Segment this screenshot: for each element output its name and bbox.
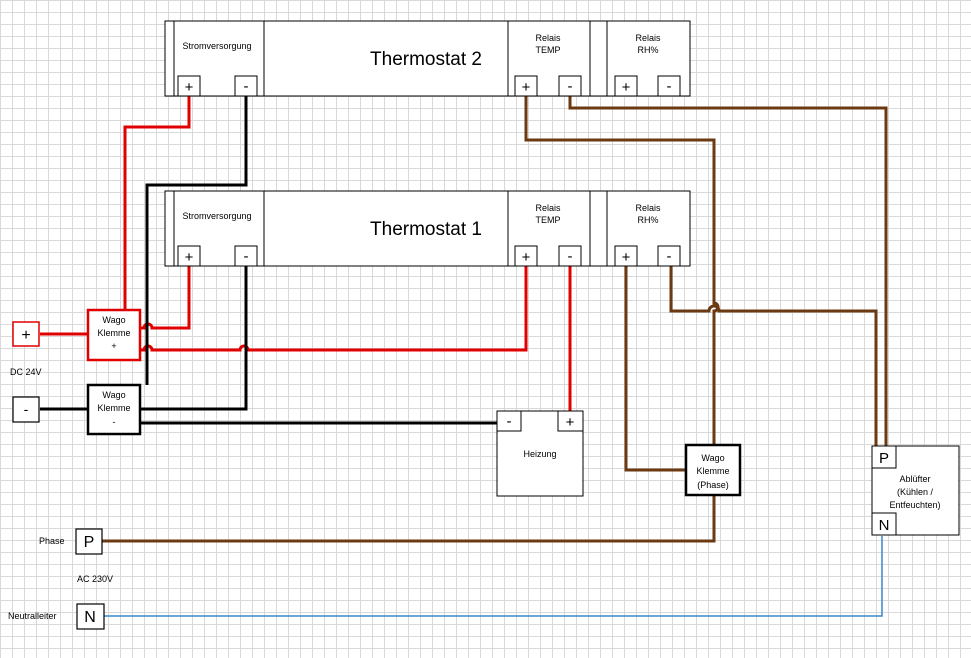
svg-text:+: + bbox=[21, 327, 30, 344]
wago-clamp-phase: Wago Klemme (Phase) bbox=[684, 443, 742, 497]
t1-relay-temp-minus-terminal: - bbox=[558, 245, 582, 267]
svg-text:+: + bbox=[566, 414, 575, 431]
wire-wago-plus-to-t1-plus bbox=[140, 266, 191, 330]
wago-clamp-plus: Wago Klemme + bbox=[86, 308, 142, 362]
dc-minus-terminal: - bbox=[12, 396, 40, 423]
phase-terminal: P bbox=[75, 528, 103, 555]
svg-text:N: N bbox=[84, 609, 96, 626]
heater-label: Heizung bbox=[523, 449, 556, 459]
svg-text:+: + bbox=[185, 249, 194, 266]
dc-supply-label: DC 24V bbox=[10, 367, 42, 377]
t2-relay-temp-plus-terminal: + bbox=[514, 75, 538, 97]
svg-text:(Phase): (Phase) bbox=[697, 480, 729, 490]
wire-t1-relay-rh-to-wago-phase bbox=[624, 266, 686, 472]
t2-relay-temp-line1: Relais bbox=[535, 33, 561, 43]
svg-text:+: + bbox=[185, 79, 194, 96]
wire-phase-to-wago-phase bbox=[102, 495, 716, 543]
t2-relay-temp-line2: TEMP bbox=[535, 45, 560, 55]
wire-wago-plus-to-t2-plus bbox=[123, 96, 191, 310]
svg-text:-: - bbox=[568, 78, 573, 95]
dc-plus-terminal: + bbox=[12, 321, 40, 347]
neutral-label: Neutralleiter bbox=[8, 611, 57, 621]
svg-text:Wago: Wago bbox=[102, 315, 125, 325]
wire-t2-relay-temp-to-wago-phase bbox=[524, 96, 720, 445]
t1-relay-rh-minus-terminal: - bbox=[657, 245, 681, 267]
t1-power-minus-terminal: - bbox=[234, 245, 258, 267]
phase-label: Phase bbox=[39, 536, 65, 546]
svg-text:N: N bbox=[879, 517, 890, 534]
wire-t1-relay-rh-to-fan bbox=[669, 266, 878, 446]
t1-relay-rh-line2: RH% bbox=[637, 215, 658, 225]
svg-text:P: P bbox=[879, 450, 889, 467]
t2-relay-temp-minus-terminal: - bbox=[558, 75, 582, 97]
svg-text:-: - bbox=[244, 78, 249, 95]
svg-text:Wago: Wago bbox=[701, 453, 724, 463]
wago-clamp-minus: Wago Klemme - bbox=[86, 383, 142, 436]
svg-text:+: + bbox=[522, 79, 531, 96]
svg-text:+: + bbox=[622, 79, 631, 96]
t2-relay-rh-plus-terminal: + bbox=[614, 75, 638, 97]
svg-text:Klemme: Klemme bbox=[97, 328, 130, 338]
t2-relay-rh-line1: Relais bbox=[635, 33, 661, 43]
wire-neutral-to-fan bbox=[104, 536, 883, 617]
t2-title: Thermostat 2 bbox=[370, 49, 482, 70]
t2-power-label: Stromversorgung bbox=[182, 41, 251, 51]
t2-power-plus-terminal: + bbox=[177, 75, 201, 97]
t2-relay-rh-minus-terminal: - bbox=[657, 75, 681, 97]
heater-plus-terminal: + bbox=[557, 410, 584, 432]
t1-relay-rh-line1: Relais bbox=[635, 203, 661, 213]
t1-power-plus-terminal: + bbox=[177, 245, 201, 267]
neutral-terminal: N bbox=[76, 603, 105, 630]
svg-text:Klemme: Klemme bbox=[696, 466, 729, 476]
svg-text:Ablüfter: Ablüfter bbox=[899, 474, 930, 484]
t2-power-minus-terminal: - bbox=[234, 75, 258, 97]
thermostat-1: Stromversorgung Thermostat 1 Relais TEMP… bbox=[164, 190, 691, 267]
svg-text:P: P bbox=[84, 534, 95, 551]
svg-text:-: - bbox=[507, 413, 512, 430]
svg-text:+: + bbox=[622, 249, 631, 266]
svg-text:Wago: Wago bbox=[102, 390, 125, 400]
svg-text:(Kühlen /: (Kühlen / bbox=[897, 487, 934, 497]
svg-text:-: - bbox=[667, 248, 672, 265]
fan-n-terminal: N bbox=[871, 512, 897, 536]
wire-wago-plus-to-t1-relay-temp bbox=[140, 266, 528, 352]
wire-t2-relay-temp-to-fan bbox=[568, 96, 888, 446]
svg-text:-: - bbox=[667, 78, 672, 95]
thermostat-2: Stromversorgung Thermostat 2 Relais TEMP… bbox=[164, 20, 691, 97]
fan-p-terminal: P bbox=[871, 445, 897, 469]
svg-text:Klemme: Klemme bbox=[97, 403, 130, 413]
t1-relay-rh-plus-terminal: + bbox=[614, 245, 638, 267]
wire-wago-minus-to-t2-minus bbox=[145, 96, 248, 385]
svg-text:-: - bbox=[113, 417, 116, 427]
t2-relay-rh-line2: RH% bbox=[637, 45, 658, 55]
wire-wago-minus-to-t1-minus bbox=[140, 266, 248, 411]
svg-text:+: + bbox=[111, 341, 116, 351]
svg-text:-: - bbox=[244, 248, 249, 265]
t1-title: Thermostat 1 bbox=[370, 219, 482, 240]
t1-relay-temp-plus-terminal: + bbox=[514, 245, 538, 267]
exhaust-fan: Ablüfter (Kühlen / Entfeuchten) P N bbox=[871, 445, 960, 536]
heater: Heizung - + bbox=[496, 410, 584, 497]
ac-supply-label: AC 230V bbox=[77, 574, 113, 584]
svg-text:+: + bbox=[522, 249, 531, 266]
t1-power-label: Stromversorgung bbox=[182, 211, 251, 221]
svg-text:-: - bbox=[24, 401, 29, 417]
t1-relay-temp-line2: TEMP bbox=[535, 215, 560, 225]
heater-minus-terminal: - bbox=[496, 410, 522, 432]
svg-text:Entfeuchten): Entfeuchten) bbox=[889, 500, 940, 510]
svg-text:-: - bbox=[568, 248, 573, 265]
t1-relay-temp-line1: Relais bbox=[535, 203, 561, 213]
